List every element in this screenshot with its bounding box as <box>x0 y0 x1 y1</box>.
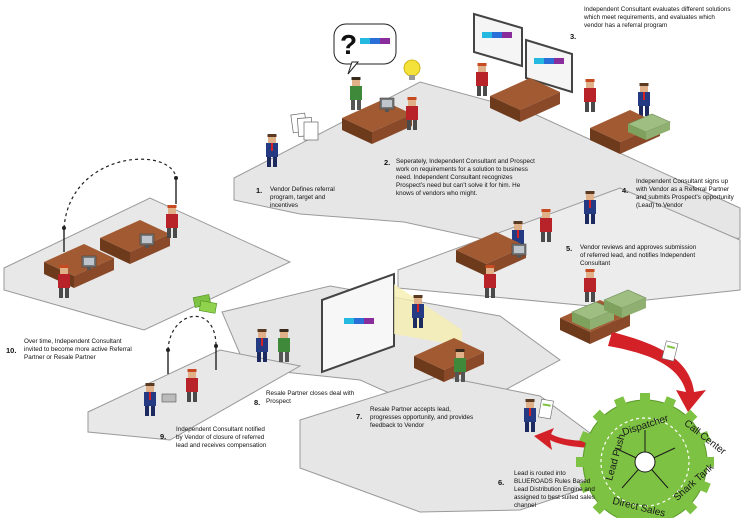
gear-tooth <box>579 430 591 444</box>
consultant-figure <box>584 79 596 112</box>
gear-tooth <box>663 396 677 408</box>
step-caption-7: Resale Partner accepts lead, progresses … <box>370 406 474 429</box>
gear-tooth <box>684 409 698 423</box>
step-number-5: 5. <box>566 244 573 253</box>
assignment-arrow <box>534 428 600 450</box>
money-icon <box>192 294 218 314</box>
step-caption-5: Vendor reviews and approves submission o… <box>580 244 697 267</box>
gear-tooth <box>706 457 714 467</box>
step-caption-8: Resale Partner closes deal with Prospect <box>266 390 355 405</box>
step-number-1: 1. <box>256 186 263 195</box>
step-caption-2: Seperately, Independent Consultant and P… <box>396 158 535 197</box>
step-number-9: 9. <box>160 432 167 441</box>
step-caption-10: Over time, Independent Consultant invite… <box>24 338 132 361</box>
notification-arc <box>167 315 217 351</box>
step-caption-6: Lead is routed into BLUEROADS Rules Base… <box>514 470 595 509</box>
consultant-figure <box>350 77 362 110</box>
platform-left <box>3 197 292 331</box>
question-bubble: ? <box>333 23 397 75</box>
step-caption-3: Independent Consultant evaluates differe… <box>584 6 731 29</box>
consultant-figure <box>476 63 488 96</box>
gear-tooth <box>576 457 584 467</box>
gear-tooth <box>592 501 606 515</box>
lead-distribution-wheel: Dispatcher Call Center Shark Tank Direct… <box>576 393 728 518</box>
step-number-4: 4. <box>622 186 629 195</box>
antenna-icon <box>166 344 218 374</box>
routing-arrow <box>608 332 706 412</box>
question-mark: ? <box>340 29 357 60</box>
screen-panel-2 <box>525 38 573 94</box>
step-number-2: 2. <box>384 158 391 167</box>
step-caption-1: Vendor Defines referral program, target … <box>270 186 335 209</box>
vendor-figure <box>638 83 650 116</box>
antenna-icon <box>62 176 178 252</box>
step-number-10: 10. <box>6 346 17 355</box>
laptop-icon <box>161 393 177 403</box>
projection-screen <box>321 272 395 374</box>
documents-icon <box>290 112 319 141</box>
gear-tooth <box>613 396 627 408</box>
step-number-8: 8. <box>254 398 261 407</box>
step-number-3: 3. <box>570 32 577 41</box>
gear-tooth <box>640 393 650 401</box>
screen-panel-1 <box>473 12 523 68</box>
gear-tooth <box>592 409 606 423</box>
gear-tooth <box>699 430 711 444</box>
lead-document-icon <box>538 398 554 420</box>
lightbulb-icon <box>403 59 421 80</box>
gear-tooth <box>684 501 698 515</box>
lead-document-icon <box>661 340 679 362</box>
gear-tooth <box>579 480 591 494</box>
step-number-7: 7. <box>356 412 363 421</box>
file-stack-icon <box>571 289 647 330</box>
solution-tiles-icon <box>360 38 390 44</box>
wheel-hub <box>634 451 656 473</box>
notification-arc <box>63 158 177 229</box>
file-stack-icon <box>627 113 671 140</box>
gear-tooth <box>699 480 711 494</box>
step-caption-4: Independent Consultant signs up with Ven… <box>636 178 734 209</box>
step-caption-9: Independent Consultant notified by Vendo… <box>176 426 267 449</box>
projector-beam <box>394 284 462 346</box>
step-number-6: 6. <box>498 478 505 487</box>
